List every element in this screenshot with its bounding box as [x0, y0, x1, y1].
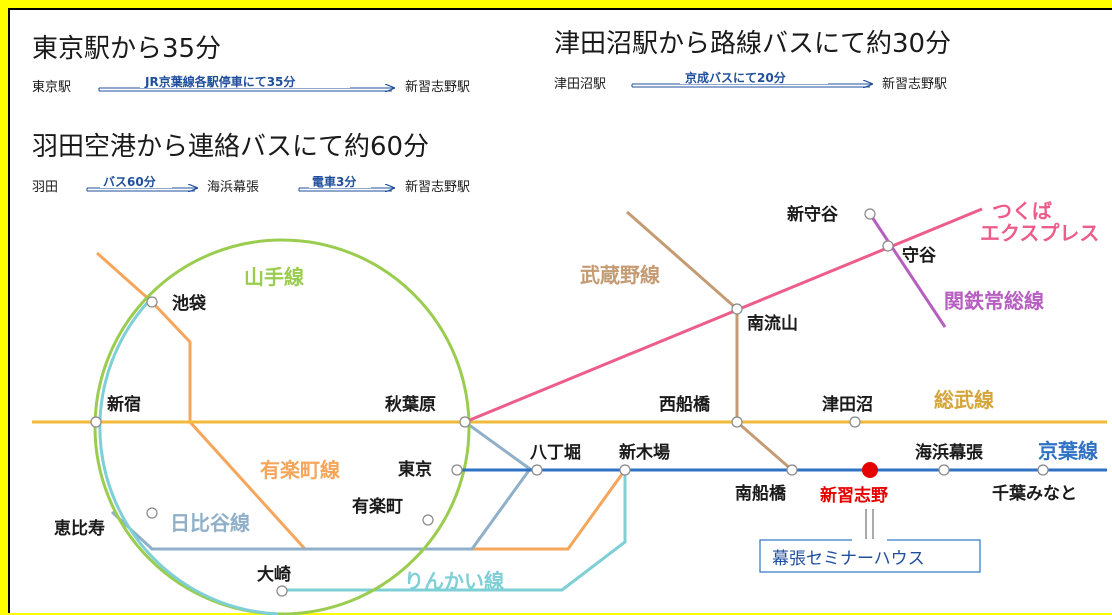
callout-label: 幕張セミナーハウス — [772, 549, 925, 569]
station-label-akihabara: 秋葉原 — [385, 394, 436, 415]
station-node-hatchobori[interactable] — [531, 464, 543, 476]
line-label-musashino: 武蔵野線 — [580, 263, 660, 287]
station-label-nishifunabashi: 西船橋 — [659, 394, 711, 415]
station-node-tsudanuma[interactable] — [849, 416, 861, 428]
yamanote-rinkai-shade — [98, 300, 279, 615]
map-frame: 東京駅から35分 東京駅 JR京葉線各駅停車にて35分 新習志野駅 津田沼駅から… — [8, 8, 1112, 615]
route-map: 東京駅から35分 東京駅 JR京葉線各駅停車にて35分 新習志野駅 津田沼駅から… — [32, 29, 1107, 615]
station-node-shinmoriya[interactable] — [864, 208, 876, 220]
tsukuba-express-line — [464, 207, 983, 424]
station-node-shinkiba[interactable] — [619, 464, 631, 476]
tokyo-route-to: 新習志野駅 — [405, 79, 470, 95]
station-label-osaki: 大崎 — [257, 564, 291, 585]
station-label-yurakucho: 有楽町 — [352, 496, 403, 517]
station-node-kaihinmakuhari[interactable] — [938, 464, 950, 476]
station-label-ikebukuro: 池袋 — [172, 293, 207, 314]
station-label-chibaminato: 千葉みなと — [992, 483, 1077, 504]
station-label-shinmoriya: 新守谷 — [787, 204, 839, 225]
station-node-minaminagareyama[interactable] — [731, 303, 743, 315]
station-node-yurakucho[interactable] — [422, 514, 434, 526]
station-label-kaihinmakuhari: 海浜幕張 — [915, 442, 984, 463]
tsudanuma-route-title: 津田沼駅から路線バスにて約30分 — [554, 29, 951, 59]
station-label-ebisu: 恵比寿 — [54, 518, 105, 539]
station-label-hatchobori: 八丁堀 — [530, 443, 581, 463]
line-label-rinkai: りんかい線 — [404, 569, 504, 593]
haneda-route-to: 新習志野駅 — [405, 179, 470, 195]
station-node-ebisu[interactable] — [146, 507, 158, 519]
station-label-minaminagareyama: 南流山 — [747, 313, 798, 334]
callout-pointer — [852, 509, 867, 541]
line-label-keiyo: 京葉線 — [1038, 439, 1098, 463]
line-label-yurakucho: 有楽町線 — [260, 458, 340, 482]
haneda-route-title: 羽田空港から連絡バスにて約60分 — [32, 132, 429, 162]
station-node-ikebukuro[interactable] — [146, 296, 158, 308]
station-label-tokyo: 東京 — [398, 459, 432, 480]
station-node-shinjuku[interactable] — [90, 416, 102, 428]
station-node-minamifunabashi[interactable] — [786, 464, 798, 476]
station-node-chibaminato[interactable] — [1037, 464, 1049, 476]
kantetsu-joso-line — [868, 213, 947, 328]
rinkai-line — [282, 470, 627, 592]
tokyo-route-from: 東京駅 — [32, 79, 71, 95]
line-label-sobu: 総武線 — [934, 388, 994, 412]
tsudanuma-route-to: 新習志野駅 — [882, 76, 947, 92]
station-label-tsudanuma: 津田沼 — [822, 394, 873, 415]
station-node-nishifunabashi[interactable] — [731, 416, 743, 428]
callout-box[interactable] — [759, 539, 981, 573]
line-label-yamanote: 山手線 — [244, 265, 304, 289]
tokyo-route-title: 東京駅から35分 — [32, 34, 221, 64]
station-label-shinkiba: 新木場 — [619, 442, 670, 463]
station-node-osaki[interactable] — [276, 585, 288, 597]
haneda-route-from: 羽田 — [32, 180, 58, 195]
station-label-shinjuku: 新宿 — [107, 394, 141, 415]
hibiya-line — [110, 420, 533, 551]
haneda-route-via2: 電車3分 — [312, 174, 356, 189]
line-label-hibiya: 日比谷線 — [170, 511, 250, 535]
station-node-akihabara[interactable] — [459, 416, 471, 428]
station-node-tokyo[interactable] — [451, 464, 463, 476]
station-label-minamifunabashi: 南船橋 — [735, 483, 787, 504]
tsudanuma-route-from: 津田沼駅 — [554, 77, 606, 92]
haneda-route-via1: バス60分 — [103, 174, 156, 189]
tsudanuma-route-via: 京成バスにて20分 — [685, 70, 786, 85]
line-label-tx-2: エクスプレス — [980, 221, 1099, 245]
line-label-tx-1: つくば — [992, 199, 1052, 223]
station-node-shinnarashino[interactable] — [862, 462, 878, 478]
station-node-moriya[interactable] — [882, 240, 894, 252]
haneda-route-mid: 海浜幕張 — [207, 180, 259, 195]
tokyo-route-via: JR京葉線各駅停車にて35分 — [144, 74, 295, 89]
station-label-shinnarashino: 新習志野 — [820, 485, 888, 506]
station-label-moriya: 守谷 — [902, 245, 937, 266]
line-label-kantetsu: 関鉄常総線 — [944, 289, 1044, 313]
musashino-line — [626, 210, 793, 472]
